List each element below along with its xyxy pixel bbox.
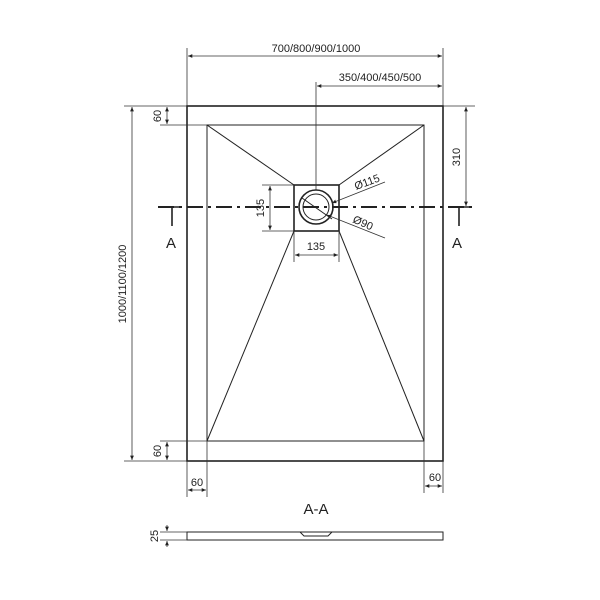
dim-overall-width: 700/800/900/1000 (186, 43, 444, 106)
dim-border-bottom: 60 (152, 440, 207, 460)
tray-outline (186, 105, 444, 462)
dim-overall-length: 1000/1100/1200 (117, 105, 187, 462)
drain-offset-x-label: 350/400/450/500 (339, 72, 422, 84)
drain-offset-y-label: 310 (451, 148, 463, 166)
border-top-label: 60 (152, 110, 164, 122)
dim-drain-outer-diameter: Ø115 (331, 173, 386, 204)
overall-length-label: 1000/1100/1200 (117, 245, 129, 324)
drain-outer-diameter-label: Ø115 (353, 173, 382, 193)
slope-lines (206, 124, 425, 442)
border-bottom-label: 60 (152, 445, 164, 457)
dim-border-left: 60 (186, 441, 208, 497)
tray-thickness-label: 25 (149, 530, 161, 542)
dim-drain-box-width: 135 (293, 231, 340, 262)
overall-width-label: 700/800/900/1000 (272, 43, 361, 55)
cross-section: 25 (149, 525, 444, 547)
section-marker-left (162, 206, 182, 226)
section-label-right: A (452, 235, 462, 252)
section-label-left: A (166, 235, 176, 252)
dim-drain-inner-diameter: Ø90 (326, 214, 386, 239)
dim-border-right: 60 (423, 441, 444, 493)
drain-inner-diameter-label: Ø90 (351, 214, 375, 233)
section-title: A-A (303, 501, 328, 518)
section-marker-right (449, 206, 469, 226)
border-left-label: 60 (191, 477, 203, 489)
drain-box-height-label: 135 (255, 199, 267, 217)
tray-inner-outline (206, 124, 425, 442)
drain-box-width-label: 135 (307, 241, 325, 253)
dim-drain-offset-y: 310 (443, 105, 475, 206)
dim-border-top: 60 (152, 107, 207, 126)
border-right-label: 60 (429, 472, 441, 484)
dim-drain-box-height: 135 (255, 184, 294, 232)
dim-drain-offset-x: 350/400/450/500 (315, 72, 442, 190)
